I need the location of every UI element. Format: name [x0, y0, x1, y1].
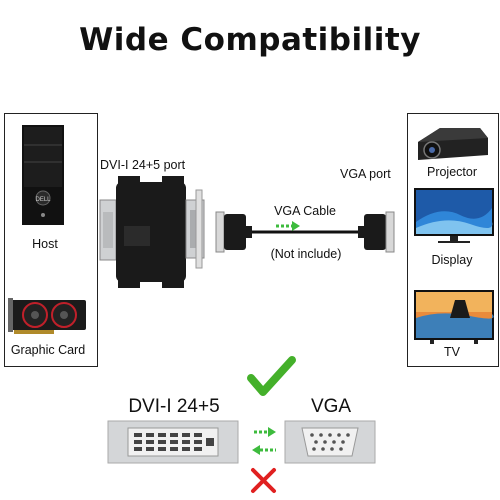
- vga-port-label: VGA port: [340, 167, 391, 181]
- graphic-card-label: Graphic Card: [10, 343, 86, 357]
- check-icon: [247, 356, 296, 396]
- svg-text:DELL: DELL: [35, 197, 51, 203]
- reverse-arrow-icon: [252, 445, 276, 455]
- dvi-connector-icon: [107, 420, 239, 464]
- cable-note-label: (Not include): [270, 247, 342, 261]
- monitor-icon: [414, 188, 494, 243]
- tv-label: TV: [444, 345, 460, 359]
- graphics-card-icon: [8, 298, 86, 334]
- projector-label: Projector: [426, 165, 478, 179]
- vga-cable-icon: [215, 211, 395, 253]
- pc-tower-icon: DELL: [22, 125, 64, 225]
- display-label: Display: [431, 253, 473, 267]
- tv-icon: [414, 290, 494, 344]
- vga-connector-icon: [284, 420, 376, 464]
- vga-label: VGA: [310, 396, 352, 417]
- compatible-arrow-icon: [254, 427, 276, 437]
- host-label: Host: [32, 237, 58, 251]
- cross-icon: [251, 468, 276, 493]
- page-title: Wide Compatibility: [79, 22, 421, 58]
- dvi-port-label: DVI-I 24+5 port: [100, 158, 186, 172]
- dvi-label: DVI-I 24+5: [128, 396, 220, 417]
- projector-icon: [418, 128, 488, 160]
- vga-cable-label: VGA Cable: [274, 204, 336, 218]
- dvi-vga-adapter-icon: [99, 176, 205, 288]
- signal-arrow-icon: [276, 221, 300, 231]
